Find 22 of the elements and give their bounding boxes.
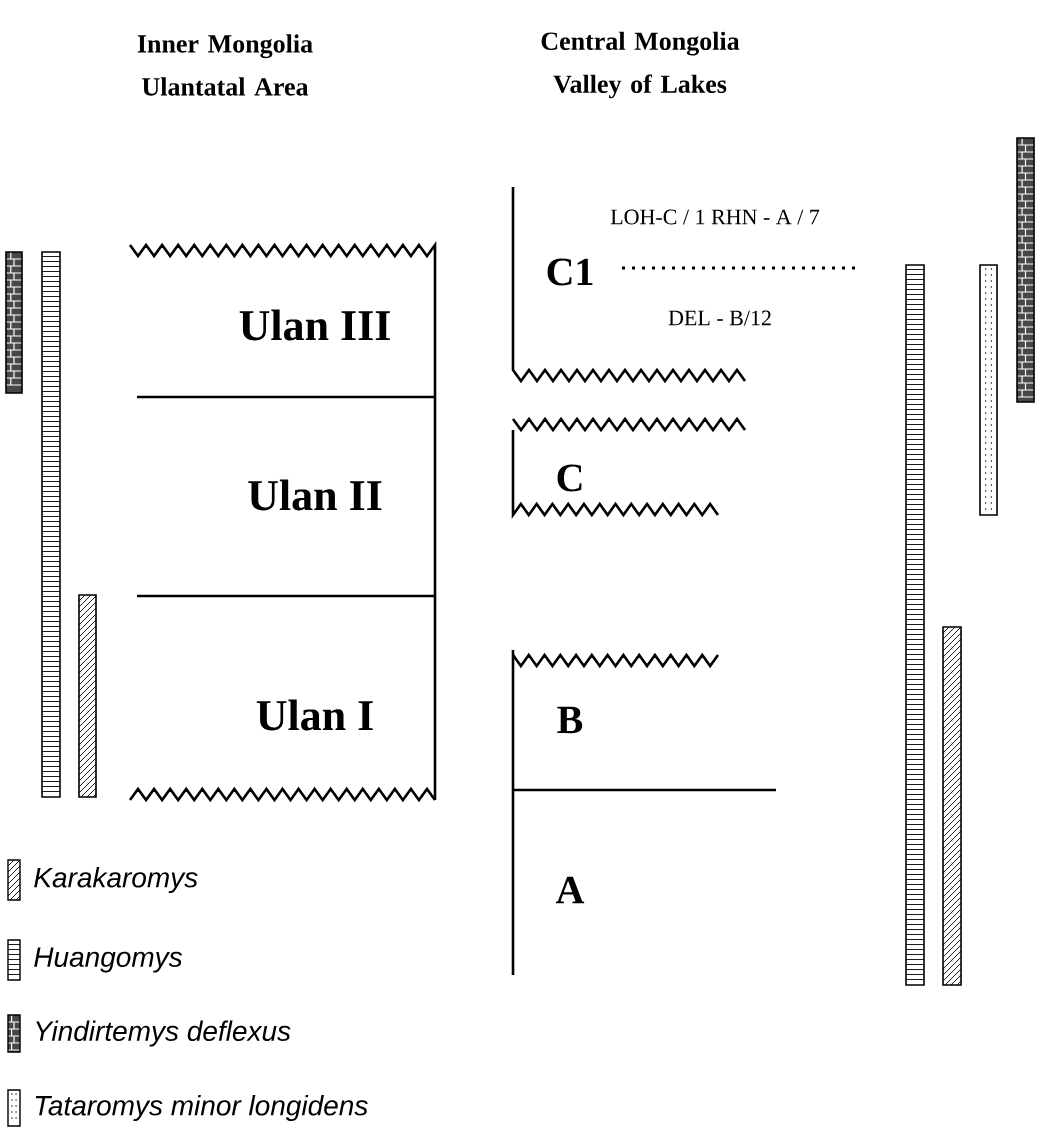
legend-item: Karakaromys bbox=[7, 859, 198, 901]
range-bar bbox=[942, 626, 962, 986]
range-bar bbox=[905, 264, 925, 986]
column-heading: Inner Mongolia Ulantatal Area bbox=[137, 34, 313, 96]
unit-label: Ulan II bbox=[248, 479, 382, 511]
legend-item: Huangomys bbox=[7, 939, 183, 981]
legend-item: Tataromys minor longidens bbox=[7, 1089, 368, 1127]
unit-label: Ulan III bbox=[239, 309, 390, 341]
range-bar bbox=[1016, 137, 1035, 403]
locality-label: LOH-C / 1 RHN - A / 7 bbox=[610, 209, 820, 225]
legend-item: Yindirtemys deflexus bbox=[7, 1014, 291, 1053]
unit-label: Ulan I bbox=[256, 699, 373, 731]
range-bar bbox=[5, 251, 23, 394]
unit-label: A bbox=[555, 876, 585, 904]
locality-label: DEL - B/12 bbox=[668, 310, 771, 326]
column-heading: Central Mongolia Valley of Lakes bbox=[541, 31, 740, 99]
range-bar bbox=[979, 264, 998, 516]
range-bar bbox=[41, 251, 61, 798]
unit-label: B bbox=[557, 706, 583, 734]
range-bar bbox=[78, 594, 97, 798]
unit-label: C bbox=[557, 464, 582, 492]
unit-label: C1 bbox=[547, 258, 593, 286]
